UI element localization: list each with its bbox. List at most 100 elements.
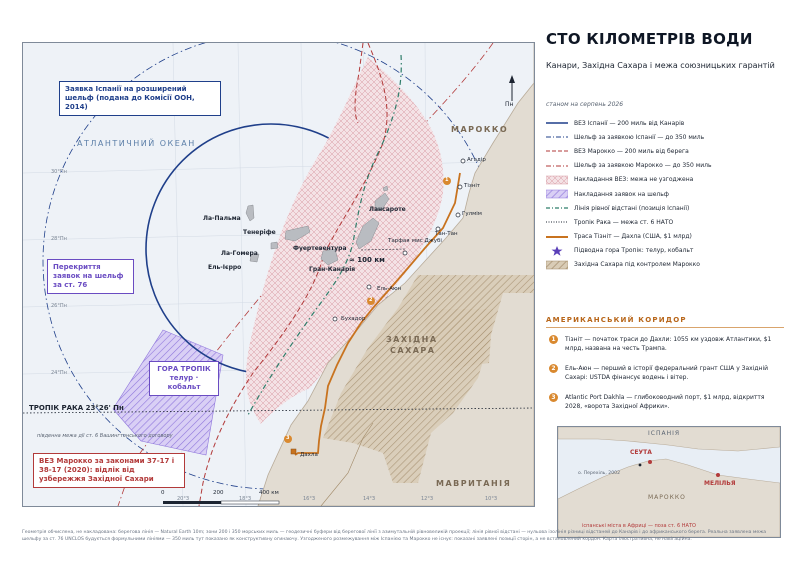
page-title: СТО КІЛОМЕТРІВ ВОДИ — [546, 30, 753, 48]
legend-row: Лінія рівної відстані (позиція Іспанії) — [546, 201, 786, 215]
label-dakhla: Дахла — [300, 452, 318, 458]
island-lagomera — [270, 241, 279, 250]
legend-spain-shelf-symbol — [546, 136, 568, 138]
label-tarfaya: Тарфая — [388, 238, 410, 244]
inset-ceuta-label: СЕУТА — [630, 449, 652, 456]
label-elhierro: Ель-Ієрро — [208, 264, 242, 271]
island-tenerife — [284, 225, 311, 242]
map-panel[interactable]: Заявка Іспанії на розширений шельф (пода… — [22, 42, 535, 507]
corridor-item: 2 Ель-Аюн — перший в історії федеральний… — [546, 364, 784, 386]
island-grancanaria — [320, 248, 339, 266]
north-arrow — [509, 75, 515, 101]
lat-tick-28: 28°Пн — [51, 236, 67, 242]
legend-row: Шельф за заявкою Марокко — до 350 миль — [546, 159, 786, 173]
tropic-label: ТРОПІК РАКА 23°26' Пн — [29, 404, 124, 412]
legend-spain-eez-symbol — [546, 122, 568, 124]
island-elhierro — [249, 253, 260, 263]
legend-label: Лінія рівної відстані (позиція Іспанії) — [574, 204, 690, 212]
spain-shelf-claim-box: Заявка Іспанії на розширений шельф (пода… — [59, 81, 221, 116]
scale-mid: 200 — [213, 490, 224, 496]
legend-label: Шельф за заявкою Марокко — до 350 миль — [574, 162, 712, 170]
inset-spain-land — [558, 427, 780, 452]
tropic-seamount-box: ГОРА ТРОПІК телур · кобальт — [149, 361, 219, 396]
inset-morocco-label: МАРОККО — [648, 494, 686, 501]
inset-ceuta-dot — [648, 460, 652, 464]
footnote: Геометрія обчислена, не накладована: бер… — [22, 530, 767, 542]
label-tantan: Тан-Тан — [435, 231, 458, 237]
inset-melilla-dot — [716, 473, 720, 477]
corridor-item-number: 1 — [549, 335, 558, 344]
legend-highway-symbol — [546, 235, 568, 238]
label-laayoune: Ель-Аюн — [377, 286, 402, 292]
label-lanzarote: Лансароте — [369, 206, 406, 213]
morocco-label: МАРОККО — [451, 125, 509, 134]
legend-row: Накладання заявок на шельф — [546, 187, 786, 201]
legend-label: Підводна гора Тропік: телур, кобальт — [574, 247, 694, 255]
island-small — [382, 185, 389, 192]
label-jubi: мис Джубі — [412, 238, 442, 244]
legend-row: Траса Тізніт — Дахла (США, $1 млрд) — [546, 230, 786, 244]
label-guelmim: Гулмім — [462, 211, 482, 217]
date-label: станом на серпень 2026 — [546, 101, 624, 108]
inset-spain-label: ІСПАНІЯ — [648, 430, 681, 437]
western-sahara-wall — [320, 422, 374, 506]
legend-label: Західна Сахара під контролем Марокко — [574, 261, 700, 269]
label-tiznit: Тізніт — [464, 183, 481, 189]
island-lanzarote — [374, 192, 390, 212]
label-fuerteventura: Фуертевентура — [293, 245, 347, 252]
distance-label: ≈ 100 км — [349, 256, 385, 264]
label-boujdour: Бухадор — [341, 316, 366, 322]
inset-perejil-dot — [638, 463, 642, 467]
lon-tick-20: 20°З — [177, 496, 190, 502]
corridor-marker-3-label: 3 — [286, 435, 290, 441]
legend-label: Шельф за заявкою Іспанії — до 350 миль — [574, 133, 705, 141]
corridor-marker-2-label: 2 — [369, 297, 373, 303]
inset-map[interactable]: ІСПАНІЯ СЕУТА МЕЛІЛЬЯ о. Перехіль, 2002 … — [557, 426, 781, 538]
lat-tick-26: 26°Пн — [51, 303, 67, 309]
corridor-highway — [294, 172, 461, 456]
legend-equidistance-symbol — [546, 207, 568, 209]
page-subtitle: Канари, Західна Сахара і межа союзницьки… — [546, 61, 775, 70]
legend-label: ВЕЗ Іспанії — 200 миль від Канарів — [574, 119, 685, 127]
legend-row: Шельф за заявкою Іспанії — до 350 миль — [546, 130, 786, 144]
label-grancanaria: Гран-Канарія — [309, 266, 356, 273]
legend-tropic-symbol — [546, 221, 568, 223]
eez-overlap-area — [246, 57, 444, 424]
corridor-markers — [284, 177, 451, 443]
dakhla-marker — [290, 448, 297, 455]
island-lapalma — [245, 204, 255, 222]
inset-caption: іспанські міста в Африці — поза ст. 6 НА… — [582, 523, 696, 529]
lon-tick-10: 10°З — [485, 496, 498, 502]
island-fuerteventura — [355, 217, 380, 250]
scale-bar — [163, 500, 280, 505]
legend-star-symbol — [551, 245, 563, 256]
legend-row: Тропік Рака — межа ст. 6 НАТО — [546, 215, 786, 229]
ws-label-2: САХАРА — [390, 346, 436, 355]
north-label: Пн — [505, 101, 514, 108]
label-lapalma: Ла-Пальма — [203, 215, 241, 222]
label-agadir: Агадір — [467, 157, 486, 163]
inset-perejil-label: о. Перехіль, 2002 — [578, 471, 621, 476]
label-tenerife: Тенеріфе — [243, 229, 276, 236]
lat-tick-30: 30°Пн — [51, 169, 67, 175]
legend-row: Накладання ВЕЗ: межа не узгоджена — [546, 173, 786, 187]
corridor-item-text: Ель-Аюн — перший в історії федеральний г… — [565, 365, 769, 381]
equidistance-line — [247, 54, 402, 416]
inset-canvas — [558, 427, 780, 537]
inset-africa-land — [558, 458, 780, 537]
canary-islands — [245, 185, 390, 266]
corridor-item-number: 3 — [549, 393, 558, 402]
tropic-sub-label: південна межа дії ст. 6 Вашингтонського … — [37, 433, 173, 439]
lon-tick-12: 12°З — [421, 496, 434, 502]
distance-arrow — [360, 248, 406, 251]
corridor-item: 3 Atlantic Port Dakhla — глибоководний п… — [546, 393, 784, 415]
morocco-law-box: ВЕЗ Марокко за законами 37-17 і 38-17 (2… — [33, 453, 185, 488]
legend-morocco-eez-symbol — [546, 150, 568, 152]
scale-zero: 0 — [161, 490, 165, 496]
legend-label: Тропік Рака — межа ст. 6 НАТО — [574, 218, 674, 226]
legend-label: ВЕЗ Марокко — 200 миль від берега — [574, 147, 689, 155]
scale-end: 400 км — [259, 490, 279, 496]
label-lagomera: Ла-Гомера — [221, 250, 258, 257]
tropic-line — [23, 407, 534, 414]
legend-morocco-shelf-symbol — [546, 165, 568, 167]
